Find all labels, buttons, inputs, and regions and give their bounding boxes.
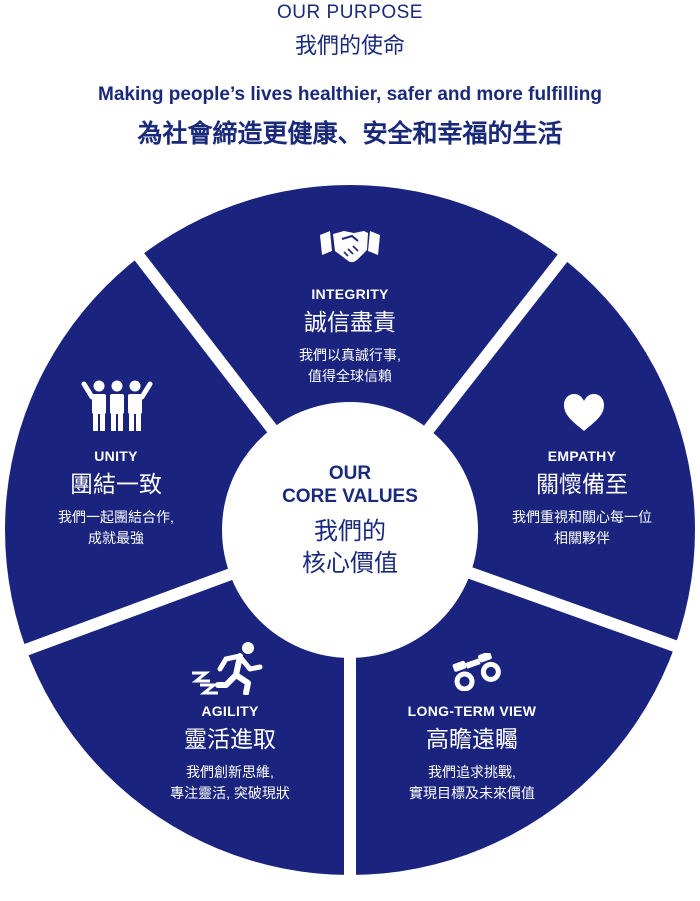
core-values-center: OUR CORE VALUES 我們的 核心價值 — [250, 462, 450, 580]
value-description-line: 我們追求挑戰, — [428, 764, 516, 780]
value-agility: AGILITY 靈活進取 我們創新思維, 專注靈活, 突破現狀 — [120, 703, 340, 804]
runner-icon — [191, 642, 263, 695]
value-description: 我們以真誠行事, 值得全球信賴 — [240, 345, 460, 387]
value-title-zh: 靈活進取 — [184, 726, 276, 752]
value-title: UNITY — [94, 448, 138, 464]
value-description: 我們重視和關心每一位 相關夥伴 — [472, 507, 692, 549]
value-empathy: EMPATHY 關懷備至 我們重視和關心每一位 相關夥伴 — [472, 448, 692, 549]
value-description-line: 成就最強 — [88, 530, 144, 546]
value-description-line: 我們創新思維, — [186, 764, 274, 780]
purpose-label-zh: 我們的使命 — [294, 33, 405, 58]
value-description-line: 實現目標及未來價值 — [409, 785, 535, 801]
value-description-line: 我們一起團結合作, — [58, 509, 174, 525]
binoculars-icon — [452, 653, 501, 691]
value-title-zh: 誠信盡責 — [304, 309, 396, 335]
center-title-line: CORE VALUES — [282, 486, 418, 507]
mission-statement-zh: 為社會締造更健康、安全和幸福的生活 — [137, 120, 563, 148]
center-circle — [222, 402, 478, 658]
value-title: INTEGRITY — [311, 286, 389, 302]
handshake-icon — [320, 231, 380, 263]
value-description-line: 專注靈活, 突破現狀 — [170, 785, 290, 801]
value-title-zh: 團結一致 — [70, 471, 162, 497]
center-title-zh-line: 我們的 — [314, 518, 386, 545]
value-title-zh: 高瞻遠矚 — [426, 726, 518, 752]
value-description: 我們創新思維, 專注靈活, 突破現狀 — [120, 762, 340, 804]
center-title-line: OUR — [328, 463, 372, 484]
value-integrity: INTEGRITY 誠信盡責 我們以真誠行事, 值得全球信賴 — [240, 286, 460, 387]
value-description: 我們一起團結合作, 成就最強 — [6, 507, 226, 549]
heart-icon — [564, 394, 604, 431]
value-title: LONG-TERM VIEW — [407, 703, 537, 719]
purpose-label: OUR PURPOSE — [277, 2, 423, 23]
value-title: EMPATHY — [547, 448, 617, 464]
value-description: 我們追求挑戰, 實現目標及未來價值 — [362, 762, 582, 804]
value-description-line: 值得全球信賴 — [308, 368, 392, 384]
value-description-line: 相關夥伴 — [554, 530, 610, 546]
mission-statement: Making people’s lives healthier, safer a… — [98, 84, 602, 105]
center-title-zh-line: 核心價值 — [302, 550, 398, 577]
center-title: OUR CORE VALUES — [250, 462, 450, 508]
value-unity: UNITY 團結一致 我們一起團結合作, 成就最強 — [6, 448, 226, 549]
value-description-line: 我們以真誠行事, — [299, 347, 401, 363]
value-title: AGILITY — [201, 703, 259, 719]
value-title-zh: 關懷備至 — [536, 471, 628, 497]
center-title-zh: 我們的 核心價值 — [250, 516, 450, 580]
group-icon — [81, 380, 153, 431]
value-long-term-view: LONG-TERM VIEW 高瞻遠矚 我們追求挑戰, 實現目標及未來價值 — [362, 703, 582, 804]
value-description-line: 我們重視和關心每一位 — [512, 509, 652, 525]
